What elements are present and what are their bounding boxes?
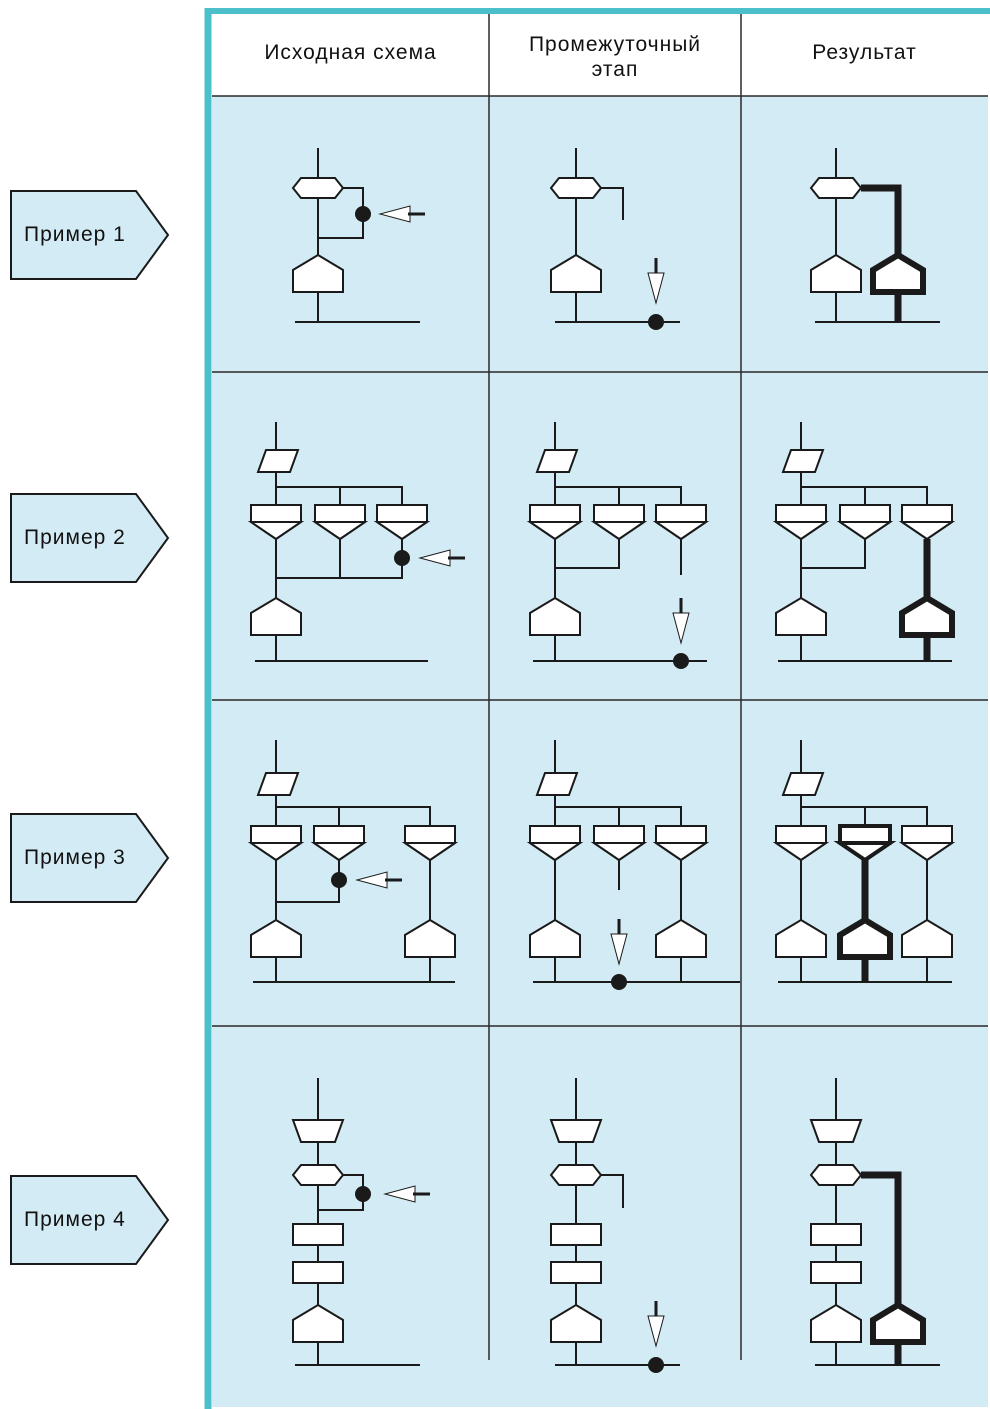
row-label-2-text: Пример 2 — [24, 526, 126, 549]
junction-dot-icon — [611, 974, 627, 990]
junction-dot-icon — [673, 653, 689, 669]
funnel-inner-line — [590, 521, 648, 541]
funnel-inner-line — [833, 841, 897, 863]
trapezoid-element-icon — [291, 1119, 345, 1143]
trapezoid-element-icon — [809, 1119, 863, 1143]
junction-dot-icon — [648, 1357, 664, 1373]
row-label-1-text: Пример 1 — [24, 223, 126, 246]
funnel-inner-line — [772, 521, 830, 541]
connector-line — [276, 806, 431, 826]
arrow-down-icon — [672, 612, 690, 645]
rectangle-element-icon — [292, 1223, 344, 1246]
disconnector-hexagon-icon — [809, 177, 863, 199]
arrow-down-icon — [647, 1315, 665, 1348]
funnel-inner-line — [590, 842, 648, 862]
header-col3: Результат — [741, 40, 988, 65]
funnel-inner-line — [310, 842, 368, 862]
table-body-bg — [212, 96, 988, 1407]
junction-dot-icon — [648, 314, 664, 330]
disconnector-hexagon-icon — [291, 177, 345, 199]
rectangle-element-icon — [810, 1261, 862, 1284]
parallelogram-element-icon — [256, 772, 300, 796]
junction-dot-icon — [331, 872, 347, 888]
funnel-inner-line — [247, 521, 305, 541]
pentagon-tag-icon — [10, 493, 170, 583]
connector-line — [555, 539, 620, 569]
disconnector-hexagon-icon — [809, 1164, 863, 1186]
schemes — [247, 148, 956, 1373]
row-label-4-text: Пример 4 — [24, 1208, 126, 1231]
parallelogram-element-icon — [781, 449, 825, 473]
connector-line — [801, 486, 928, 505]
connector-line — [601, 1174, 624, 1208]
row-label-4: Пример 4 — [10, 1175, 170, 1265]
funnel-inner-line — [311, 521, 369, 541]
pentagon-tag-icon — [10, 190, 170, 280]
disconnector-hexagon-icon — [549, 177, 603, 199]
disconnector-hexagon-icon — [549, 1164, 603, 1186]
header-col1-text: Исходная схема — [264, 41, 437, 64]
rectangle-element-icon — [550, 1223, 602, 1246]
funnel-inner-line — [401, 842, 459, 862]
connector-line — [555, 806, 682, 826]
bold-new-line — [861, 184, 902, 260]
trapezoid-element-icon — [549, 1119, 603, 1143]
funnel-inner-line — [373, 521, 431, 541]
funnel-inner-line — [652, 842, 710, 862]
connector-line — [601, 187, 624, 220]
junction-dot-icon — [355, 1186, 371, 1202]
connector-line — [276, 486, 403, 505]
junction-dot-icon — [355, 206, 371, 222]
header-col2: Промежуточный этап — [489, 32, 741, 82]
pentagon-tag-icon — [10, 813, 170, 903]
arrow-down-icon — [610, 933, 628, 966]
parallelogram-element-icon — [781, 772, 825, 796]
funnel-inner-line — [526, 842, 584, 862]
junction-dot-icon — [394, 550, 410, 566]
header-col2-line2: этап — [591, 58, 639, 81]
header-col2-line1: Промежуточный — [528, 33, 702, 56]
connector-line — [801, 539, 866, 569]
funnel-inner-line — [836, 521, 894, 541]
row-label-3-text: Пример 3 — [24, 846, 126, 869]
rectangle-element-icon — [810, 1223, 862, 1246]
funnel-inner-line — [526, 521, 584, 541]
funnel-inner-line — [898, 842, 956, 862]
rectangle-element-icon — [292, 1261, 344, 1284]
pentagon-tag-icon — [10, 1175, 170, 1265]
funnel-inner-line — [772, 842, 830, 862]
header-col3-text: Результат — [812, 41, 917, 64]
rectangle-element-icon — [550, 1261, 602, 1284]
funnel-inner-line — [247, 842, 305, 862]
disconnector-hexagon-icon — [291, 1164, 345, 1186]
row-label-3: Пример 3 — [10, 813, 170, 903]
arrow-down-icon — [647, 272, 665, 305]
row-label-1: Пример 1 — [10, 190, 170, 280]
funnel-inner-line — [652, 521, 710, 541]
header-bg — [212, 14, 988, 96]
funnel-inner-line — [898, 521, 956, 541]
parallelogram-element-icon — [256, 449, 300, 473]
parallelogram-element-icon — [535, 772, 579, 796]
row-label-2: Пример 2 — [10, 493, 170, 583]
header-col1: Исходная схема — [212, 40, 489, 65]
connector-line — [801, 806, 928, 826]
connector-line — [555, 486, 682, 505]
parallelogram-element-icon — [535, 449, 579, 473]
table-grid — [212, 14, 988, 1360]
bold-new-line — [861, 1171, 902, 1308]
